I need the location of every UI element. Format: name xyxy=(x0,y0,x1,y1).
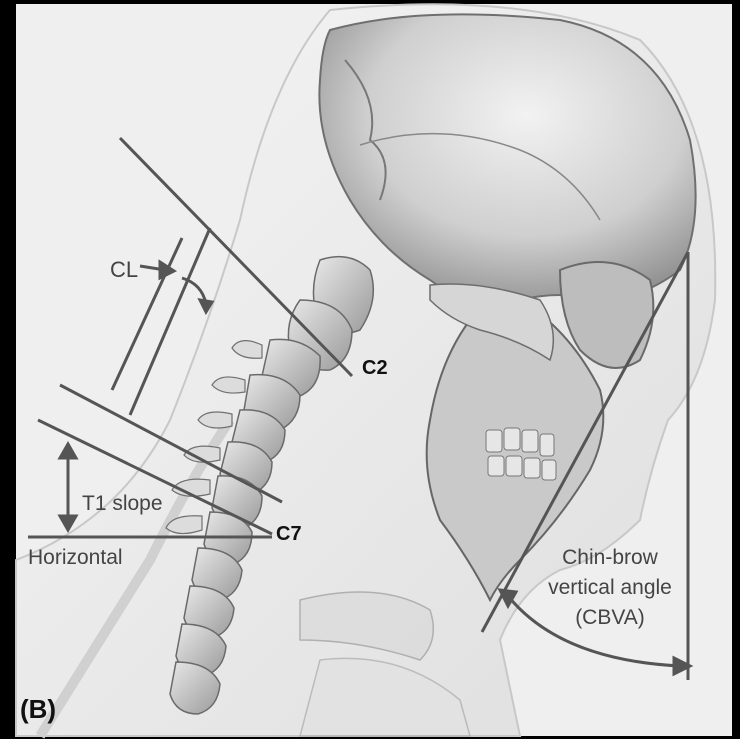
c7-label: C7 xyxy=(276,523,302,545)
cbva-label-line2: vertical angle xyxy=(548,576,672,599)
t1-slope-label: T1 slope xyxy=(82,492,163,515)
c2-label: C2 xyxy=(362,357,388,379)
cbva-label-line1: Chin-brow xyxy=(562,546,659,569)
cl-label: CL xyxy=(110,257,138,282)
cbva-label-line3: (CBVA) xyxy=(575,606,645,629)
horizontal-label: Horizontal xyxy=(28,546,123,569)
panel-label: (B) xyxy=(20,694,56,724)
